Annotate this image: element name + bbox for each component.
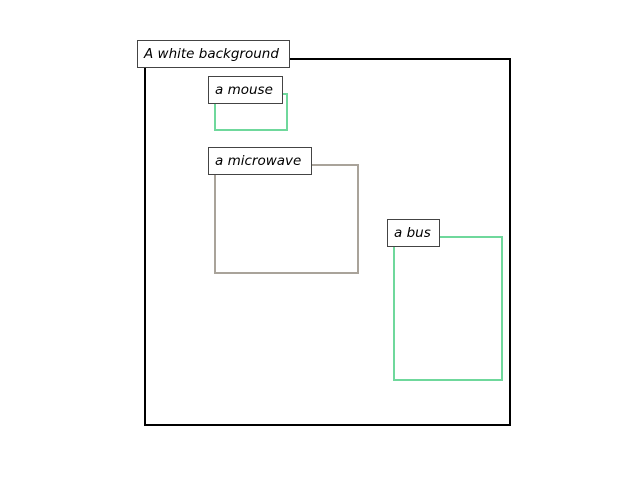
background-region-frame: [144, 58, 511, 426]
bus-region-box: [393, 236, 503, 381]
bus-region-label: a bus: [387, 219, 440, 247]
background-region-label: A white background: [137, 40, 290, 68]
microwave-region-box: [214, 164, 359, 274]
mouse-region-label: a mouse: [208, 76, 283, 104]
microwave-region-label: a microwave: [208, 147, 312, 175]
